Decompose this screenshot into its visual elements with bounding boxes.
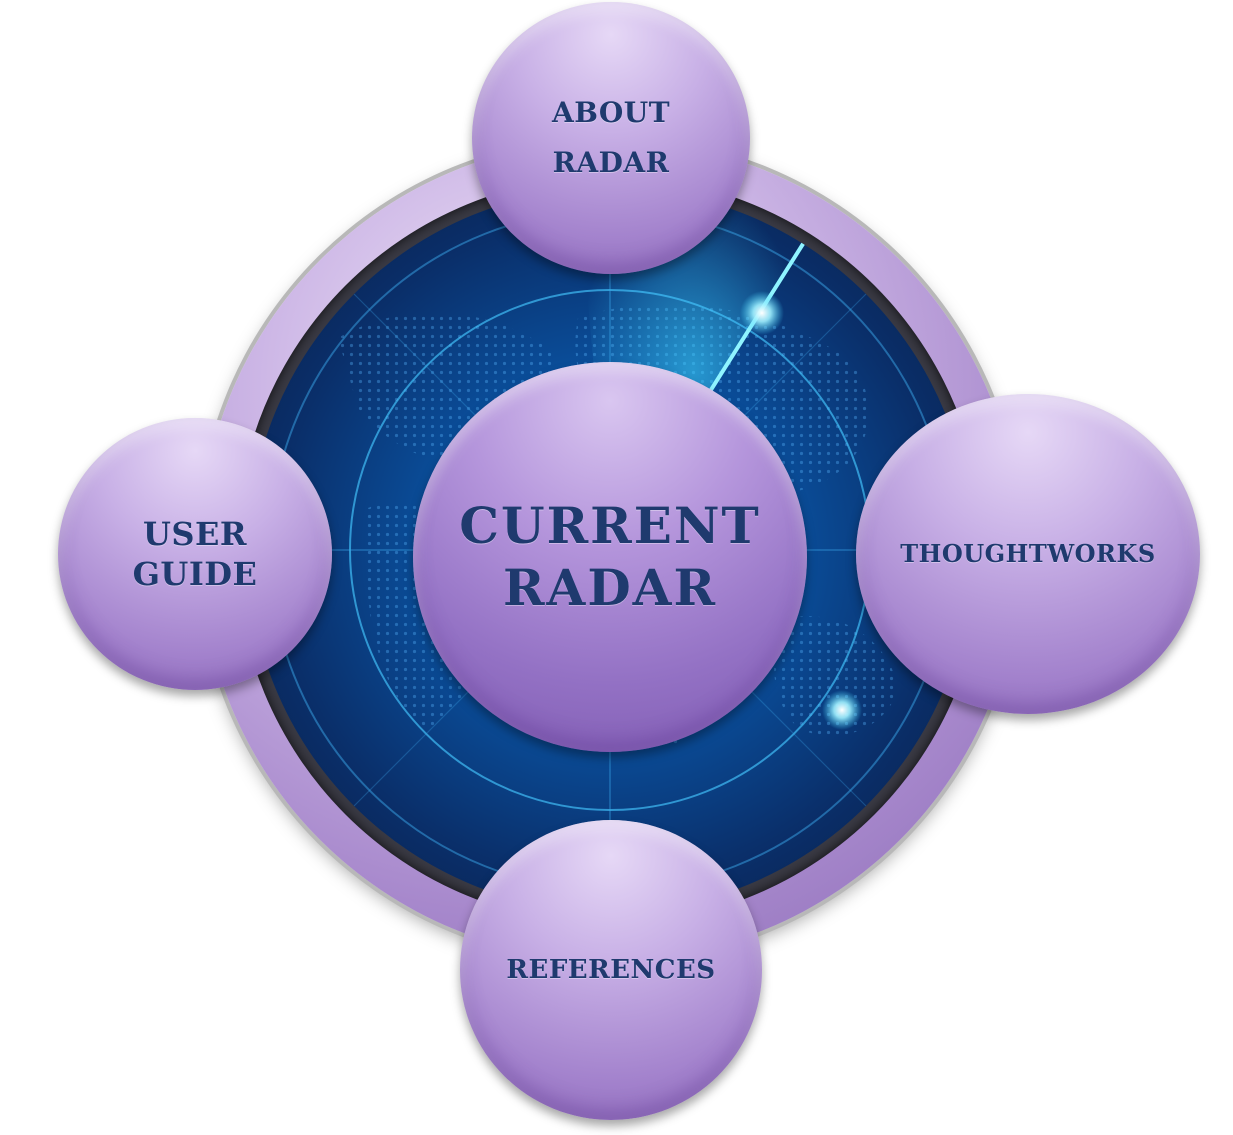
user-guide-node[interactable]: USER GUIDE xyxy=(58,418,332,690)
about-radar-node[interactable]: ABOUT RADAR xyxy=(472,2,750,274)
references-label: REFERENCES xyxy=(506,955,716,985)
radar-blip xyxy=(740,291,784,335)
radar-blip xyxy=(822,690,862,730)
user-guide-label: USER GUIDE xyxy=(132,515,258,593)
current-radar-node[interactable]: CURRENT RADAR xyxy=(413,362,807,752)
current-radar-label: CURRENT RADAR xyxy=(459,496,761,617)
references-node[interactable]: REFERENCES xyxy=(460,820,762,1120)
thoughtworks-label: THOUGHTWORKS xyxy=(900,539,1156,568)
thoughtworks-node[interactable]: THOUGHTWORKS xyxy=(856,394,1200,714)
about-radar-label: ABOUT RADAR xyxy=(551,96,671,179)
